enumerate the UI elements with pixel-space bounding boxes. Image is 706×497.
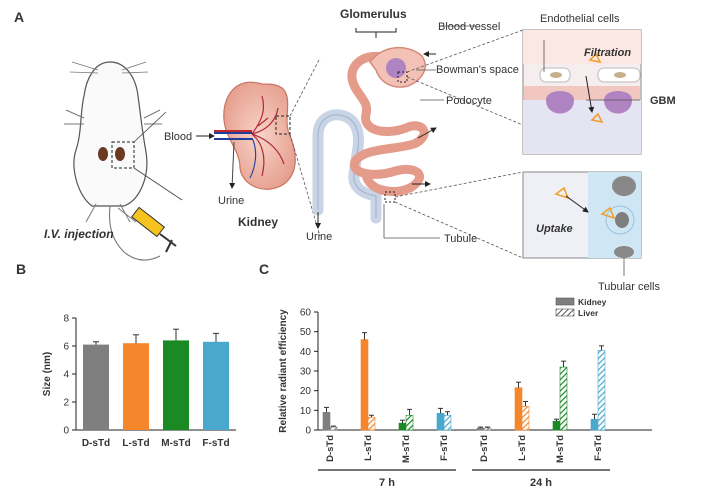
gbm-label: GBM [650,95,676,107]
y-axis-title: Relative radiant efficiency [278,309,289,433]
y-tick-label: 50 [300,327,312,338]
bar-liver-m-std [405,414,414,431]
bar-kidney-l-std [360,339,369,431]
y-tick-label: 60 [300,308,312,319]
legend-label-liver: Liver [578,308,599,318]
bar-kidney-d-std [476,427,485,431]
bar-liver-l-std [521,406,530,431]
bowmans-space-label: Bowman's space [436,64,519,76]
bar-kidney-l-std [514,387,523,431]
nephron-illustration [312,25,524,259]
bar-l-std [123,343,149,430]
x-tick-label: F-sTd [593,435,604,461]
podocyte-label: Podocyte [446,95,492,107]
tubule-label: Tubule [444,233,477,245]
y-tick-label: 0 [305,426,311,437]
bar-kidney-m-std [552,420,561,431]
group-label: 7 h [379,477,395,489]
x-tick-label: L-sTd [517,435,528,461]
y-tick-label: 4 [63,370,69,381]
y-tick-label: 40 [300,347,312,358]
panel-label-c: C [259,261,269,277]
y-tick-label: 6 [63,342,69,353]
x-tick-label: L-sTd [363,435,374,461]
bar-kidney-f-std [590,418,599,431]
group-label: 24 h [530,477,552,489]
endothelial-cells-label: Endothelial cells [540,13,620,25]
urine-nephron-label: Urine [306,231,332,243]
blood-vessel-label: Blood vessel [438,21,500,33]
x-tick-label: D-sTd [82,438,110,449]
bar-d-std [83,344,109,430]
filtration-label: Filtration [584,47,631,59]
kidney-illustration [214,57,321,237]
x-tick-label: L-sTd [122,438,149,449]
syringe-illustration [117,206,177,253]
bar-liver-l-std [367,416,376,431]
radiant-efficiency-bar-chart: 0 10 20 30 40 50 60 Relative radiant efficiency… [278,297,652,489]
panel-label-b: B [16,261,26,277]
bar-liver-f-std [443,414,452,431]
uptake-inset [522,171,642,276]
x-tick-label: F-sTd [439,435,450,461]
uptake-label: Uptake [536,223,573,235]
panel-label-a: A [14,9,24,25]
glomerulus-label: Glomerulus [340,7,407,21]
y-tick-label: 8 [63,314,69,325]
x-tick-label: M-sTd [555,435,566,463]
x-tick-label: D-sTd [325,435,336,462]
bar-liver-f-std [597,350,606,431]
blood-label: Blood [164,131,192,143]
y-axis-title: Size (nm) [42,352,53,396]
legend-swatch-kidney [555,297,575,306]
y-tick-label: 0 [63,426,69,437]
bar-f-std [203,341,229,430]
tubular-cells-label: Tubular cells [598,281,660,293]
bar-liver-m-std [559,366,568,431]
kidney-label: Kidney [238,215,278,229]
bar-kidney-f-std [436,412,445,431]
x-tick-label: M-sTd [401,435,412,463]
bar-liver-d-std [483,427,492,431]
urine-label: Urine [218,195,244,207]
y-tick-label: 2 [63,398,69,409]
filtration-inset [522,29,642,155]
y-tick-label: 20 [300,386,312,397]
bar-kidney-d-std [322,411,331,431]
mouse-illustration [64,61,183,261]
y-tick-label: 10 [300,406,312,417]
x-tick-label: D-sTd [479,435,490,462]
legend-swatch-liver [555,308,575,317]
bar-liver-d-std [329,426,338,431]
bar-kidney-m-std [398,422,407,431]
bar-m-std [163,340,189,430]
legend-label-kidney: Kidney [578,297,607,307]
x-tick-label: M-sTd [161,438,190,449]
x-tick-label: F-sTd [202,438,229,449]
injection-label: I.V. injection [44,227,114,241]
y-tick-label: 30 [300,367,312,378]
